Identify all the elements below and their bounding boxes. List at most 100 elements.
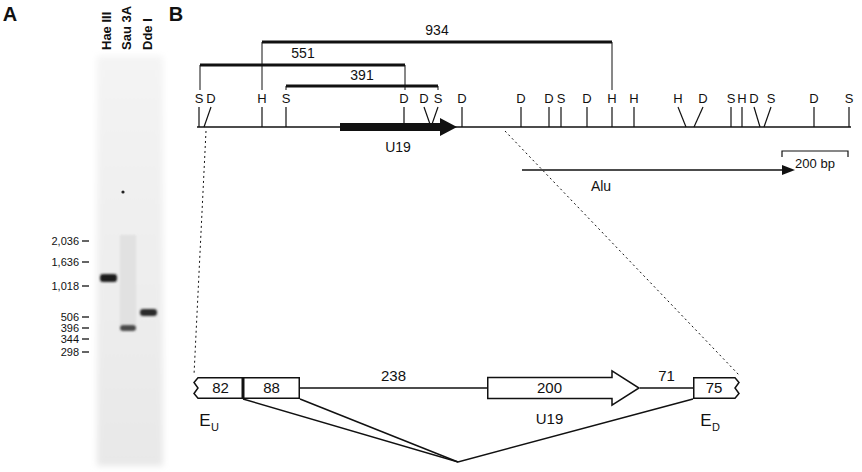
restriction-site: D bbox=[206, 92, 215, 106]
restriction-site: D bbox=[544, 92, 553, 106]
restriction-site: H bbox=[257, 92, 266, 106]
site-tick bbox=[560, 107, 561, 127]
restriction-site: D bbox=[516, 92, 525, 106]
restriction-site: D bbox=[749, 92, 758, 106]
site-tick bbox=[548, 107, 549, 127]
marker-tick bbox=[82, 327, 89, 328]
fragment-bar bbox=[262, 41, 612, 44]
intron-line bbox=[640, 388, 693, 389]
site-tick bbox=[285, 107, 286, 127]
node-shape bbox=[694, 378, 739, 399]
restriction-site: D bbox=[419, 92, 428, 106]
fragment-size: 551 bbox=[291, 46, 314, 61]
marker-tick bbox=[82, 338, 89, 339]
exon-subscript: D bbox=[712, 421, 720, 433]
marker-tick bbox=[82, 351, 89, 352]
fragment-end bbox=[612, 42, 613, 90]
gel-band bbox=[140, 309, 157, 316]
gel-band bbox=[100, 274, 117, 282]
restriction-site: D bbox=[399, 92, 408, 106]
size-marker: 1,018 bbox=[51, 281, 79, 292]
restriction-site: D bbox=[698, 92, 707, 106]
size-marker: 506 bbox=[61, 312, 79, 323]
marker-tick bbox=[82, 316, 89, 317]
panel-label: B bbox=[169, 3, 183, 25]
segment-length: 71 bbox=[656, 368, 677, 384]
gel-band bbox=[120, 325, 136, 331]
exon-label: E bbox=[700, 412, 711, 431]
marker-tick bbox=[82, 240, 89, 241]
restriction-site: H bbox=[629, 92, 638, 106]
intron-line bbox=[300, 388, 487, 389]
splice-connector bbox=[243, 399, 693, 462]
node-outline bbox=[487, 370, 640, 406]
site-tick bbox=[204, 107, 211, 127]
fragment-bars bbox=[200, 42, 612, 90]
exon-segment: 75 bbox=[693, 377, 740, 399]
segment-length: 82 bbox=[212, 380, 229, 396]
gene-label: U19 bbox=[536, 411, 564, 427]
panel-label: A bbox=[3, 3, 17, 25]
site-tick bbox=[730, 107, 731, 127]
site-tick bbox=[678, 107, 686, 127]
map-line bbox=[197, 126, 851, 128]
site-tick bbox=[520, 107, 521, 127]
restriction-site: S bbox=[727, 92, 736, 106]
segment-length: 75 bbox=[706, 380, 723, 396]
zoom-line bbox=[194, 131, 206, 375]
exon-segment: 88 bbox=[243, 377, 300, 399]
fragment-size: 934 bbox=[425, 23, 448, 38]
site-tick bbox=[764, 107, 771, 127]
gel-dot bbox=[121, 190, 124, 193]
size-marker: 344 bbox=[61, 334, 79, 345]
restriction-site: D bbox=[457, 92, 466, 106]
site-tick bbox=[198, 107, 199, 127]
gene-label: U19 bbox=[385, 140, 411, 155]
restriction-site: S bbox=[767, 92, 776, 106]
site-tick bbox=[611, 107, 612, 127]
restriction-site: H bbox=[737, 92, 746, 106]
zoom-line bbox=[505, 131, 739, 375]
site-tick bbox=[848, 107, 849, 127]
restriction-site: D bbox=[582, 92, 591, 106]
site-tick bbox=[633, 107, 634, 127]
segment-length: 88 bbox=[263, 380, 280, 396]
connector-path bbox=[300, 387, 487, 389]
segment-length: 238 bbox=[379, 368, 408, 384]
exon-segment: 82 bbox=[193, 377, 243, 399]
site-tick bbox=[741, 107, 742, 127]
gene-arrow-symbol bbox=[340, 118, 457, 136]
size-marker: 396 bbox=[61, 323, 79, 334]
exon-subscript: U bbox=[211, 421, 219, 433]
connector-path bbox=[640, 387, 693, 389]
lane-label: Sau 3A bbox=[119, 6, 135, 50]
restriction-site: S bbox=[557, 92, 566, 106]
connector-path bbox=[243, 399, 693, 462]
site-tick bbox=[461, 107, 462, 127]
marker-tick bbox=[82, 285, 89, 286]
site-tick bbox=[586, 107, 587, 127]
site-tick bbox=[261, 107, 262, 127]
restriction-site: S bbox=[195, 92, 204, 106]
node-shape bbox=[488, 371, 639, 406]
fragment-bar bbox=[286, 85, 438, 88]
site-tick bbox=[813, 107, 814, 127]
fragment-size: 391 bbox=[350, 68, 373, 83]
gel-smear bbox=[120, 235, 136, 325]
fragment-end bbox=[286, 86, 287, 90]
repeat-arrow bbox=[522, 169, 783, 171]
fragment-end bbox=[438, 86, 439, 90]
lane-label: Hae III bbox=[99, 12, 115, 50]
exon-label: E bbox=[199, 412, 210, 431]
fragment-end bbox=[200, 65, 201, 90]
restriction-site: H bbox=[673, 92, 682, 106]
gene-box: 200U19 bbox=[487, 370, 640, 406]
restriction-site: H bbox=[607, 92, 616, 106]
site-tick bbox=[694, 107, 703, 127]
segment-length: 200 bbox=[537, 380, 562, 396]
site-tick bbox=[754, 107, 760, 127]
size-marker: 1,636 bbox=[51, 257, 79, 268]
